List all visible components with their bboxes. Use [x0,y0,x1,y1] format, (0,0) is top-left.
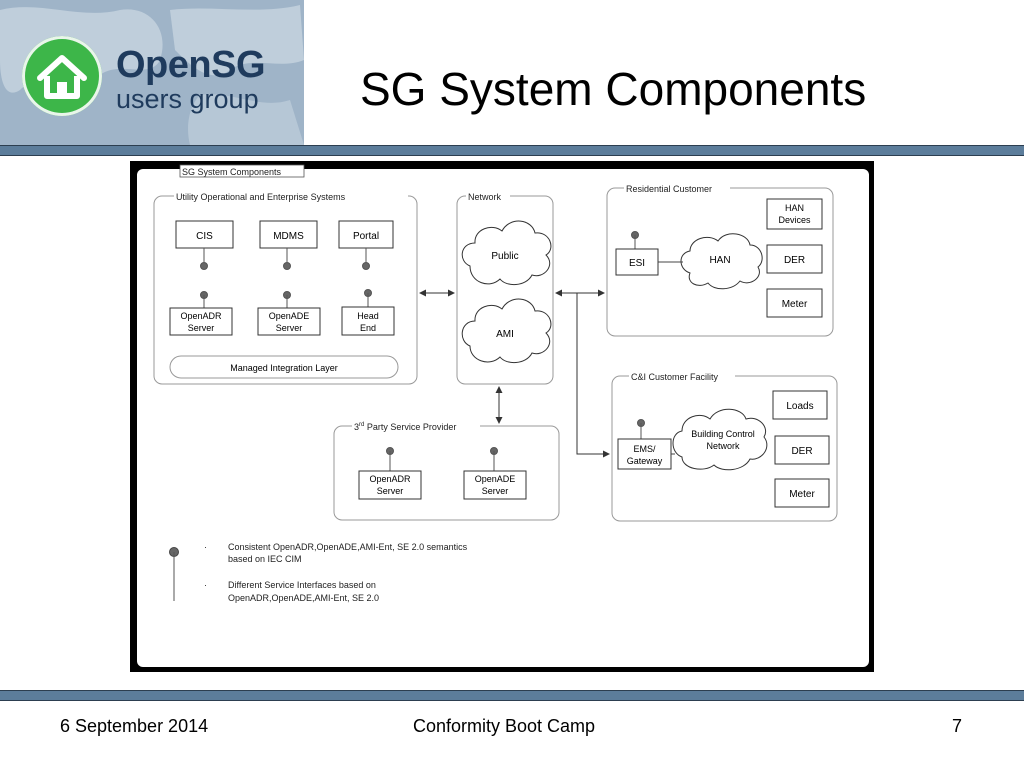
svg-text:Server: Server [482,486,509,496]
svg-text:ESI: ESI [629,258,645,269]
esi-box: ESI [615,248,659,276]
svg-text:Server: Server [377,486,404,496]
third-party-group-label: 3rd Party Service Provider [354,422,456,432]
public-network-cloud: Public [461,220,552,285]
ci-meter-box: Meter [774,478,830,508]
ami-network-cloud: AMI [461,298,552,363]
building-control-network-cloud: Building Control Network [672,408,768,471]
svg-text:Meter: Meter [789,489,815,500]
opensg-logo: OpenSG users group [0,0,304,145]
svg-text:End: End [360,323,376,333]
svg-text:Network: Network [706,441,740,451]
svg-text:Server: Server [188,323,215,333]
managed-integration-layer: Managed Integration Layer [169,355,399,379]
svg-text:HAN: HAN [785,203,804,213]
head-end-box: Head End [341,306,395,336]
svg-text:OpenADR: OpenADR [369,474,411,484]
svg-text:Managed Integration Layer: Managed Integration Layer [230,363,338,373]
svg-text:AMI: AMI [496,329,514,340]
footer-event: Conformity Boot Camp [413,716,596,736]
legend: · Consistent OpenADR,OpenADE,AMI-Ent, SE… [169,542,468,603]
svg-text:Gateway: Gateway [627,456,663,466]
footer-divider [0,690,1024,701]
logo-tagline: users group [116,84,259,114]
svg-text:OpenADE: OpenADE [475,474,516,484]
han-cloud: HAN [680,233,763,290]
svg-text:Loads: Loads [786,401,813,412]
utility-openade-server-box: OpenADE Server [257,307,321,336]
utility-openadr-server-box: OpenADR Server [169,307,233,336]
ci-group-label: C&I Customer Facility [631,372,719,382]
residential-meter-box: Meter [766,288,823,318]
svg-text:CIS: CIS [196,231,213,242]
slide-title: SG System Components [360,63,867,115]
residential-group-label: Residential Customer [626,184,712,194]
network-group-label: Network [468,192,502,202]
system-components-diagram: SG System Components Utility Operational… [130,161,874,672]
svg-text:based on IEC CIM: based on IEC CIM [228,554,302,564]
svg-text:·: · [204,542,207,552]
portal-box: Portal [338,220,394,249]
mdms-box: MDMS [259,220,318,249]
svg-text:Server: Server [276,323,303,333]
utility-group-label: Utility Operational and Enterprise Syste… [176,192,346,202]
house-logo-icon [22,36,102,116]
third-party-openadr-server-box: OpenADR Server [358,470,422,500]
han-devices-box: HAN Devices [766,198,823,230]
svg-text:Devices: Devices [778,215,811,225]
svg-text:DER: DER [791,446,812,457]
svg-text:Meter: Meter [782,299,808,310]
cis-box: CIS [175,220,234,249]
svg-text:OpenADR,OpenADE,AMI-Ent, SE 2.: OpenADR,OpenADE,AMI-Ent, SE 2.0 [228,593,379,603]
svg-text:Portal: Portal [353,231,379,242]
svg-text:OpenADR: OpenADR [180,311,222,321]
svg-text:Building Control: Building Control [691,429,755,439]
svg-text:MDMS: MDMS [273,231,304,242]
svg-text:HAN: HAN [709,255,730,266]
ci-der-box: DER [774,435,830,465]
svg-text:Public: Public [491,251,518,262]
ems-gateway-box: EMS/ Gateway [617,438,672,470]
footer-date: 6 September 2014 [60,716,209,736]
svg-text:DER: DER [784,255,805,266]
svg-text:Different Service Interfaces b: Different Service Interfaces based on [228,580,376,590]
residential-der-box: DER [766,244,823,274]
loads-box: Loads [772,390,828,420]
connector-arrows [419,289,610,458]
logo-wordmark: OpenSG [116,44,266,86]
slide-number: 7 [952,716,963,736]
frame-title: SG System Components [182,167,282,177]
svg-text:Consistent OpenADR,OpenADE,AMI: Consistent OpenADR,OpenADE,AMI-Ent, SE 2… [228,542,468,552]
svg-text:·: · [204,580,207,590]
svg-text:Head: Head [357,311,379,321]
third-party-openade-server-box: OpenADE Server [463,470,527,500]
svg-text:EMS/: EMS/ [633,444,656,454]
diagram-canvas: SG System Components Utility Operational… [137,164,869,667]
svg-text:OpenADE: OpenADE [269,311,310,321]
header-divider [0,145,1024,156]
